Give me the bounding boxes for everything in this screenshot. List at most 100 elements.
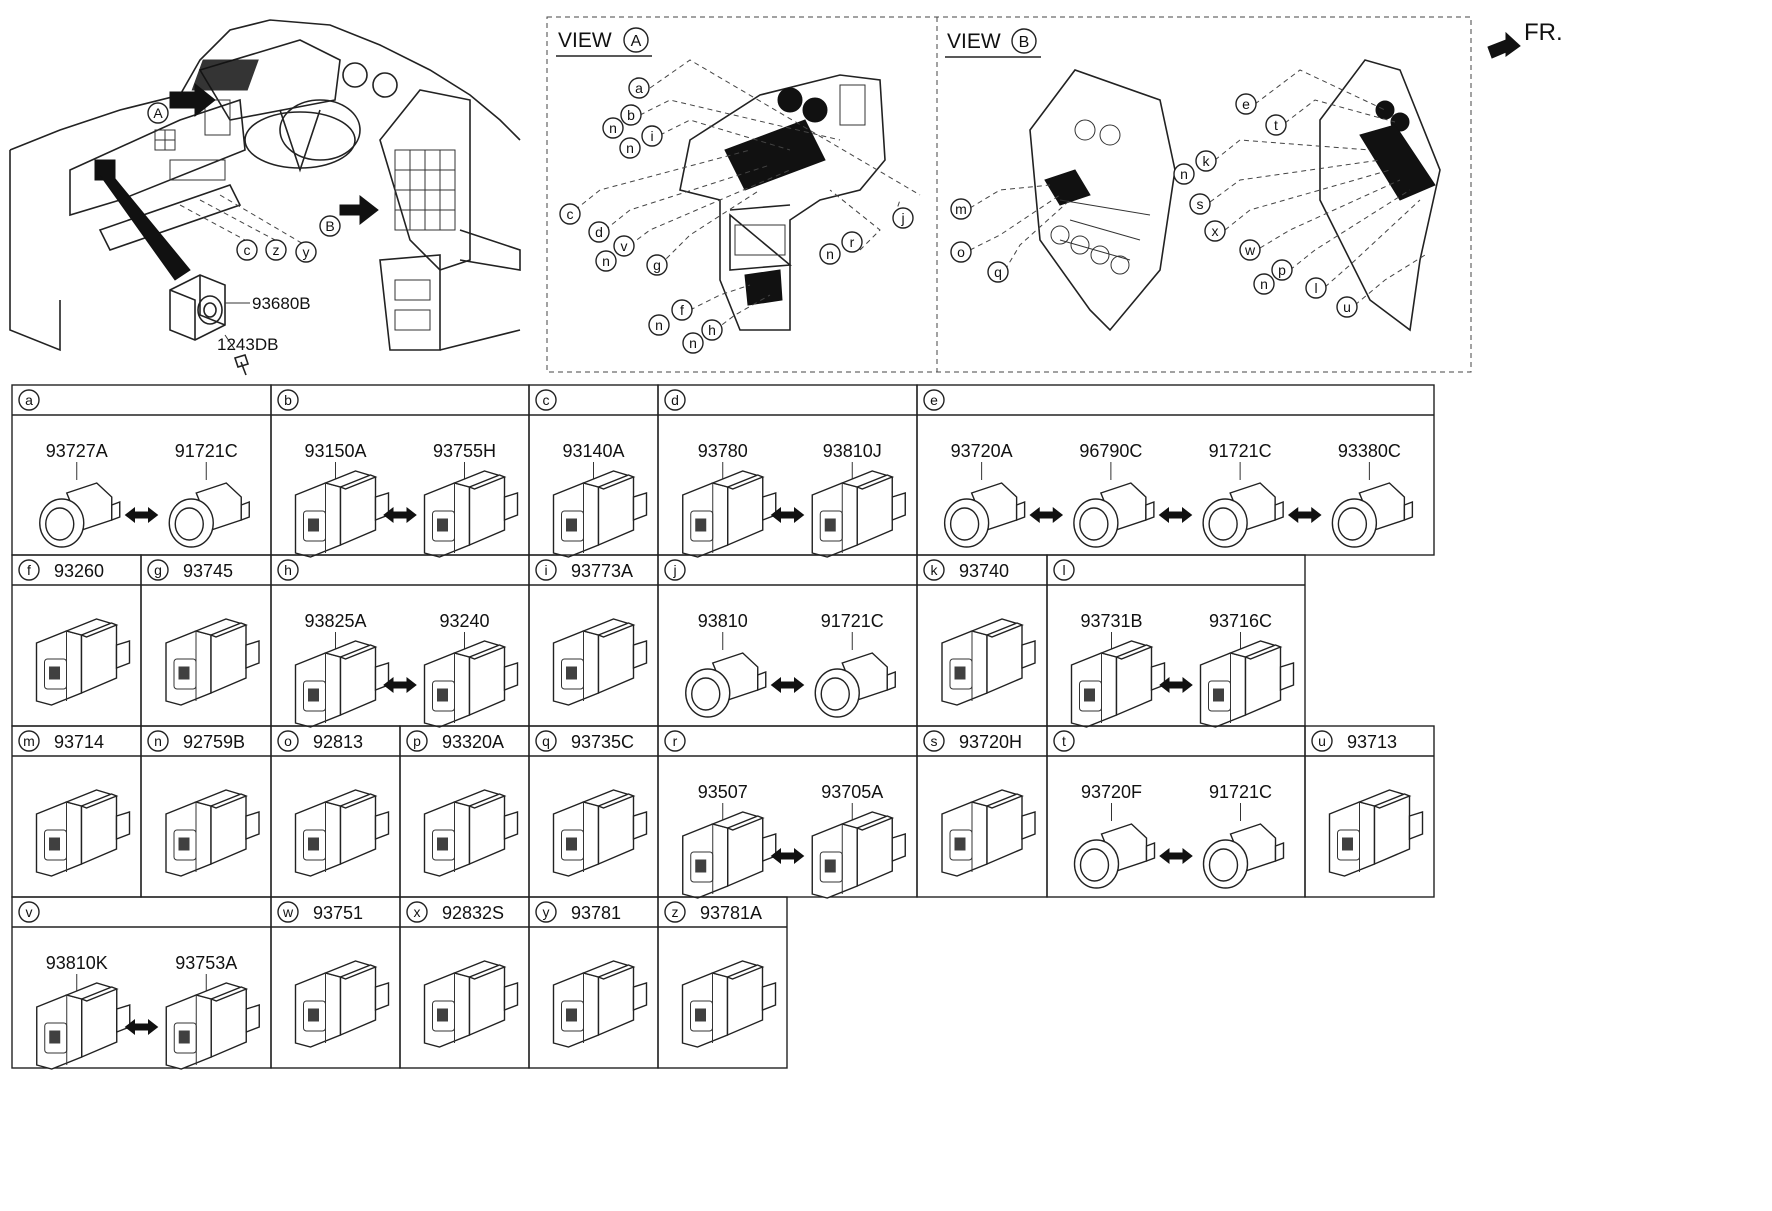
- part-number: 93240: [439, 611, 489, 631]
- callout-letter: l: [1314, 280, 1317, 296]
- rocker-switch-drawing: [941, 618, 1036, 706]
- callout-letter: j: [900, 210, 904, 226]
- rocker-switch-drawing: [682, 811, 777, 899]
- rocker-switch-drawing: [423, 640, 519, 728]
- rocker-switch-drawing: [165, 982, 260, 1070]
- rocker-switch-drawing: [294, 640, 390, 728]
- round-switch-drawing: [39, 482, 121, 548]
- part-number: 93507: [698, 782, 748, 802]
- view-b-letter: B: [1019, 34, 1030, 51]
- cell-letter: y: [543, 904, 550, 920]
- part-number: 93320A: [442, 732, 504, 752]
- rocker-switch-drawing: [423, 960, 519, 1048]
- interchange-arrow-icon: [770, 506, 805, 524]
- rotary-switch-part: 93680B 1243DB: [169, 274, 311, 376]
- rocker-switch-drawing: [552, 789, 648, 877]
- part-number: 93727A: [46, 441, 108, 461]
- callout-letter: n: [1180, 166, 1188, 182]
- interchange-arrow-icon: [1158, 506, 1193, 524]
- callout-a-letter: A: [153, 105, 163, 121]
- part-number: 91721C: [821, 611, 884, 631]
- callout-letter: v: [621, 238, 628, 254]
- callout-letter: n: [826, 246, 834, 262]
- rocker-switch-drawing: [552, 470, 648, 558]
- callout-letter: z: [273, 242, 280, 258]
- part-number: 93731B: [1080, 611, 1142, 631]
- view-b-callouts: m o q e t n k s x w n p l u: [950, 93, 1358, 318]
- cell-letter: h: [284, 562, 292, 578]
- part-cell-k: k 93740: [916, 554, 1048, 727]
- part-number: 93150A: [304, 441, 366, 461]
- rocker-switch-drawing: [1070, 640, 1166, 728]
- part-number: 93773A: [571, 561, 633, 581]
- interchange-arrow-icon: [1159, 847, 1193, 865]
- cell-letter: w: [282, 904, 294, 920]
- view-b-title: VIEW: [947, 30, 1001, 53]
- part-cell-n: n 92759B: [140, 725, 272, 898]
- callout-letter: q: [994, 264, 1002, 280]
- callout-letter: r: [850, 234, 855, 250]
- part-number: 93720H: [959, 732, 1022, 752]
- round-switch-drawing: [685, 652, 767, 718]
- part-number: 91721C: [1209, 782, 1272, 802]
- part-number: 93810J: [823, 441, 882, 461]
- rocker-switch-drawing: [941, 789, 1036, 877]
- rocker-switch-drawing: [165, 789, 260, 877]
- cell-letter: b: [284, 392, 292, 408]
- rocker-switch-drawing: [35, 618, 131, 706]
- callout-b-letter: B: [325, 218, 334, 234]
- part-number: 93735C: [571, 732, 634, 752]
- round-switch-drawing: [1331, 482, 1414, 548]
- interchange-arrow-icon: [1029, 506, 1064, 524]
- part-number: 93751: [313, 903, 363, 923]
- part-number: 93825A: [304, 611, 366, 631]
- rocker-switch-drawing: [552, 618, 648, 706]
- cell-letter: r: [673, 733, 678, 749]
- part-number: 93745: [183, 561, 233, 581]
- part-number: 93810: [698, 611, 748, 631]
- view-a-title: VIEW: [558, 29, 612, 52]
- rocker-switch-drawing: [294, 960, 390, 1048]
- view-a: VIEW A a b n n i c d n: [556, 27, 921, 354]
- part-cell-a: a 93727A 91721C: [11, 384, 272, 556]
- front-label: FR.: [1524, 19, 1563, 46]
- part-number: 93755H: [433, 441, 496, 461]
- cell-letter: v: [26, 904, 33, 920]
- part-number: 93740: [959, 561, 1009, 581]
- cell-letter: j: [672, 562, 676, 578]
- callout-letter: n: [655, 317, 663, 333]
- cell-letter: p: [413, 733, 421, 749]
- interchange-arrow-icon: [770, 847, 805, 865]
- part-number: 92759B: [183, 732, 245, 752]
- part-93680b-label: 93680B: [252, 294, 311, 313]
- part-number: 93780: [698, 441, 748, 461]
- callout-letter: s: [1197, 196, 1204, 212]
- rocker-switch-drawing: [811, 811, 906, 899]
- part-number: 92813: [313, 732, 363, 752]
- part-number: 93720F: [1081, 782, 1142, 802]
- callout-letter: n: [626, 140, 634, 156]
- cell-letter: k: [931, 562, 939, 578]
- bolt-1243db-label: 1243DB: [217, 335, 278, 354]
- part-number: 92832S: [442, 903, 504, 923]
- cell-letter: a: [25, 392, 33, 408]
- interchange-arrow-icon: [383, 506, 417, 524]
- callout-letter: e: [1242, 96, 1250, 112]
- rocker-switch-drawing: [1328, 789, 1424, 877]
- interchange-arrow-icon: [1287, 506, 1322, 524]
- rocker-switch-drawing: [36, 982, 131, 1070]
- cell-letter: n: [154, 733, 162, 749]
- part-number: 93713: [1347, 732, 1397, 752]
- rocker-switch-drawing: [1199, 640, 1295, 728]
- part-number: 91721C: [175, 441, 238, 461]
